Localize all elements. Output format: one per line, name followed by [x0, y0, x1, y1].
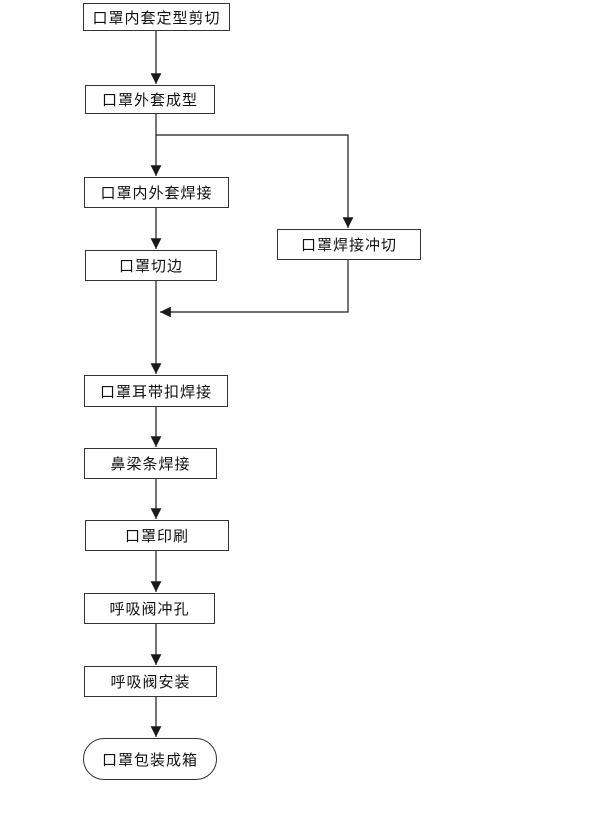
node-label: 口罩内套定型剪切 [92, 9, 221, 27]
node-label: 口罩包装成箱 [101, 751, 198, 769]
node-label: 口罩内外套焊接 [100, 185, 213, 202]
node-label: 呼吸阀安装 [110, 674, 191, 691]
node-label: 鼻梁条焊接 [110, 456, 191, 473]
node-mask-printing: 口罩印刷 [85, 520, 229, 551]
node-nose-bridge-welding: 鼻梁条焊接 [84, 448, 217, 479]
node-label: 口罩耳带扣焊接 [99, 383, 212, 401]
node-ear-strap-buckle-welding: 口罩耳带扣焊接 [84, 375, 228, 407]
node-label: 口罩外套成型 [101, 92, 198, 109]
node-label: 呼吸阀冲孔 [109, 601, 190, 618]
node-packaging-terminal: 口罩包装成箱 [83, 738, 217, 780]
node-inner-cover-shaping-cutting: 口罩内套定型剪切 [83, 3, 230, 31]
node-valve-installation: 呼吸阀安装 [84, 666, 217, 697]
node-inner-outer-welding: 口罩内外套焊接 [84, 177, 229, 208]
node-label: 口罩切边 [118, 258, 183, 275]
node-welding-punching: 口罩焊接冲切 [277, 229, 421, 260]
node-valve-punching: 呼吸阀冲孔 [84, 593, 215, 624]
node-edge-trimming: 口罩切边 [85, 250, 217, 281]
node-label: 口罩印刷 [124, 528, 189, 545]
node-outer-cover-forming: 口罩外套成型 [85, 85, 215, 114]
node-label: 口罩焊接冲切 [300, 237, 397, 254]
